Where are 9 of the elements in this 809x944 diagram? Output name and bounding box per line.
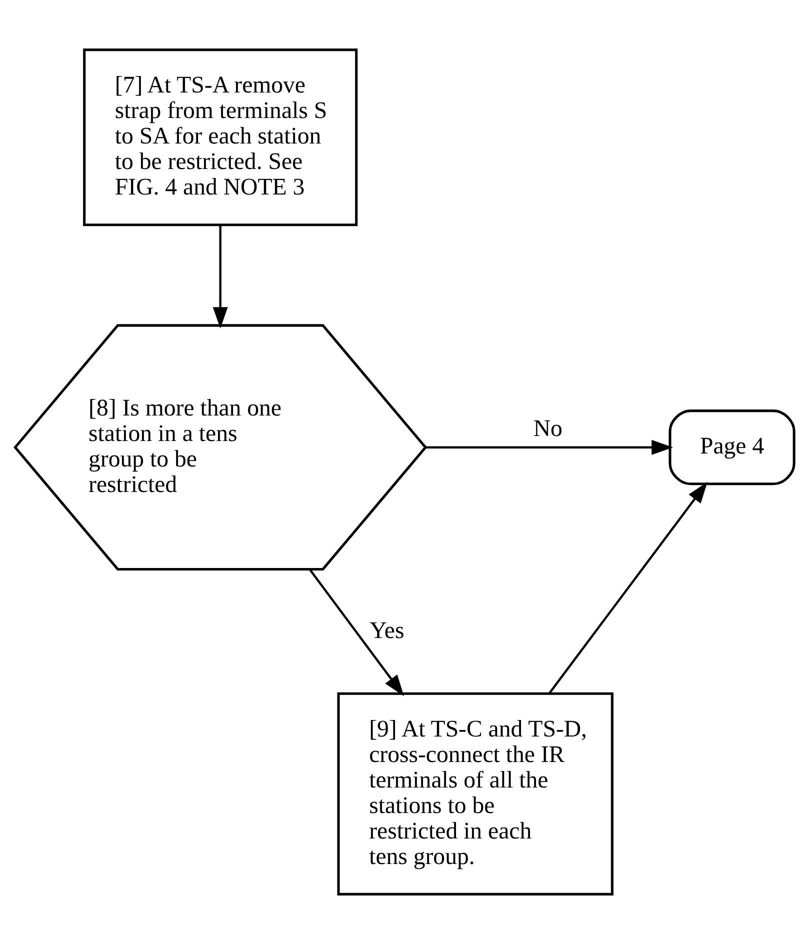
edge-label: Yes xyxy=(370,618,404,644)
arrow xyxy=(548,482,708,694)
node-box: Page 4 xyxy=(668,410,796,486)
node-box: [9] At TS-C and TS-D, cross-connect the IR terminals of all the stations to be restricted in each tens group. xyxy=(337,692,614,896)
arrow xyxy=(426,440,674,455)
node-box: [7] At TS-A remove strap from terminals S to SA for each station to be restricted. See FIG. 4 and NOTE 3 xyxy=(83,48,358,226)
arrow xyxy=(308,568,404,696)
arrow xyxy=(212,225,228,329)
edge-label: No xyxy=(533,416,562,442)
